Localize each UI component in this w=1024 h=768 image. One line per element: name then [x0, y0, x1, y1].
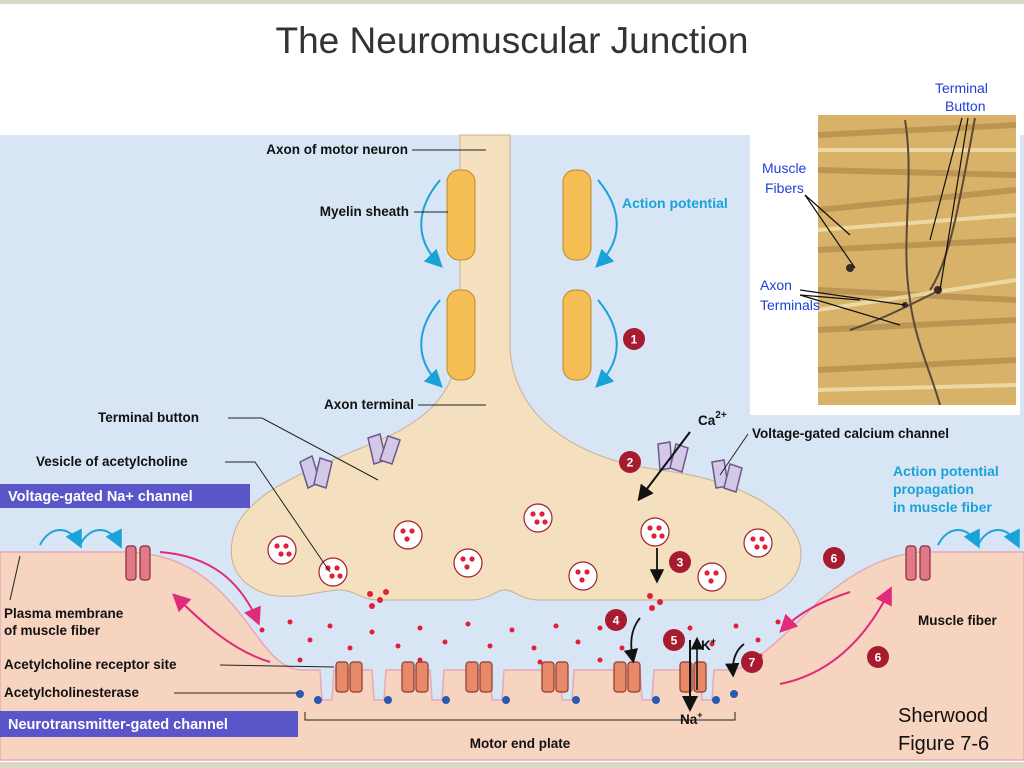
photo-label-axon-2: Terminals — [760, 297, 820, 313]
label-vesicle-ach: Vesicle of acetylcholine — [36, 454, 188, 469]
label-ach-receptor: Acetylcholine receptor site — [4, 657, 177, 672]
muscle-ap-arrow — [79, 528, 122, 549]
myelin-sheath-segment — [446, 289, 476, 381]
acetylcholinesterase — [296, 690, 738, 704]
muscle-ap-arrow — [937, 528, 980, 549]
action-potential-arrow — [420, 179, 443, 268]
label-ap-propagation-2: propagation — [893, 481, 974, 497]
step-badge-2: 2 — [627, 456, 634, 470]
step-badge-6a: 6 — [831, 552, 838, 566]
photo-label-axon-1: Axon — [760, 277, 792, 293]
label-acetylcholinesterase: Acetylcholinesterase — [4, 685, 140, 700]
step-badge-5: 5 — [671, 634, 678, 648]
myelin-sheath-segment — [446, 169, 476, 261]
myelin-sheath-segment — [562, 169, 592, 261]
photo-label-muscle-2: Fibers — [765, 180, 804, 196]
ach-binding-arrow — [623, 617, 641, 664]
label-axon-terminal: Axon terminal — [324, 397, 414, 412]
banner-nt-channel-text: Neurotransmitter-gated channel — [8, 717, 228, 733]
action-potential-arrow — [420, 299, 443, 388]
label-vg-calcium-channel: Voltage-gated calcium channel — [752, 426, 949, 441]
label-plasma-membrane-2: of muscle fiber — [4, 623, 101, 638]
calcium-influx-arrow — [637, 431, 691, 502]
myelin-sheath-segment — [562, 289, 592, 381]
label-calcium: Ca2+ — [698, 410, 727, 428]
step-badge-1: 1 — [631, 333, 638, 347]
step-badge-3: 3 — [677, 556, 684, 570]
label-axon-motor-neuron: Axon of motor neuron — [266, 142, 408, 157]
label-ap-propagation-3: in muscle fiber — [893, 499, 992, 515]
muscle-ap-arrow — [39, 528, 82, 549]
top-border — [0, 0, 1024, 4]
local-current-arrow — [779, 586, 892, 685]
photo-label-terminal-1: Terminal — [935, 80, 988, 96]
local-current-arrow — [172, 593, 271, 663]
micrograph-inset: Terminal Button Muscle Fibers Axon Termi… — [750, 80, 1020, 415]
label-potassium: K+ — [701, 636, 716, 653]
step-badge-4: 4 — [613, 614, 620, 628]
bottom-border — [0, 762, 1024, 768]
local-current-arrow — [779, 591, 851, 633]
action-potential-arrow — [595, 179, 618, 268]
local-current-arrow — [159, 551, 261, 626]
banner-na-channel — [0, 484, 250, 508]
step-badges: 1 2 3 4 5 6 6 7 — [605, 328, 889, 673]
photo-label-muscle-1: Muscle — [762, 160, 807, 176]
banner-nt-channel — [0, 711, 298, 737]
ach-vesicle — [267, 503, 773, 592]
credit-figure: Figure 7-6 — [898, 733, 989, 755]
step-badge-6b: 6 — [875, 651, 882, 665]
banner-na-channel-text: Voltage-gated Na+ channel — [8, 489, 193, 505]
label-sodium: Na+ — [680, 710, 703, 727]
label-motor-end-plate: Motor end plate — [470, 736, 571, 751]
leader-lines — [9, 149, 749, 721]
muscle-ap-arrow — [977, 528, 1020, 549]
label-ap-propagation-1: Action potential — [893, 463, 999, 479]
page-title: The Neuromuscular Junction — [275, 20, 749, 61]
ach-vesicle-content — [274, 511, 768, 584]
released-acetylcholine — [259, 589, 781, 665]
label-plasma-membrane-1: Plasma membrane — [4, 606, 124, 621]
sodium-channel — [125, 545, 931, 581]
ach-breakdown-arrow — [725, 643, 745, 678]
label-terminal-button: Terminal button — [98, 410, 199, 425]
label-myelin-sheath: Myelin sheath — [320, 204, 409, 219]
label-muscle-fiber: Muscle fiber — [918, 613, 998, 628]
action-potential-arrow — [595, 299, 618, 388]
label-action-potential: Action potential — [622, 195, 728, 211]
credit-author: Sherwood — [898, 705, 988, 727]
step-badge-7: 7 — [749, 656, 756, 670]
photo-label-terminal-2: Button — [945, 98, 985, 114]
